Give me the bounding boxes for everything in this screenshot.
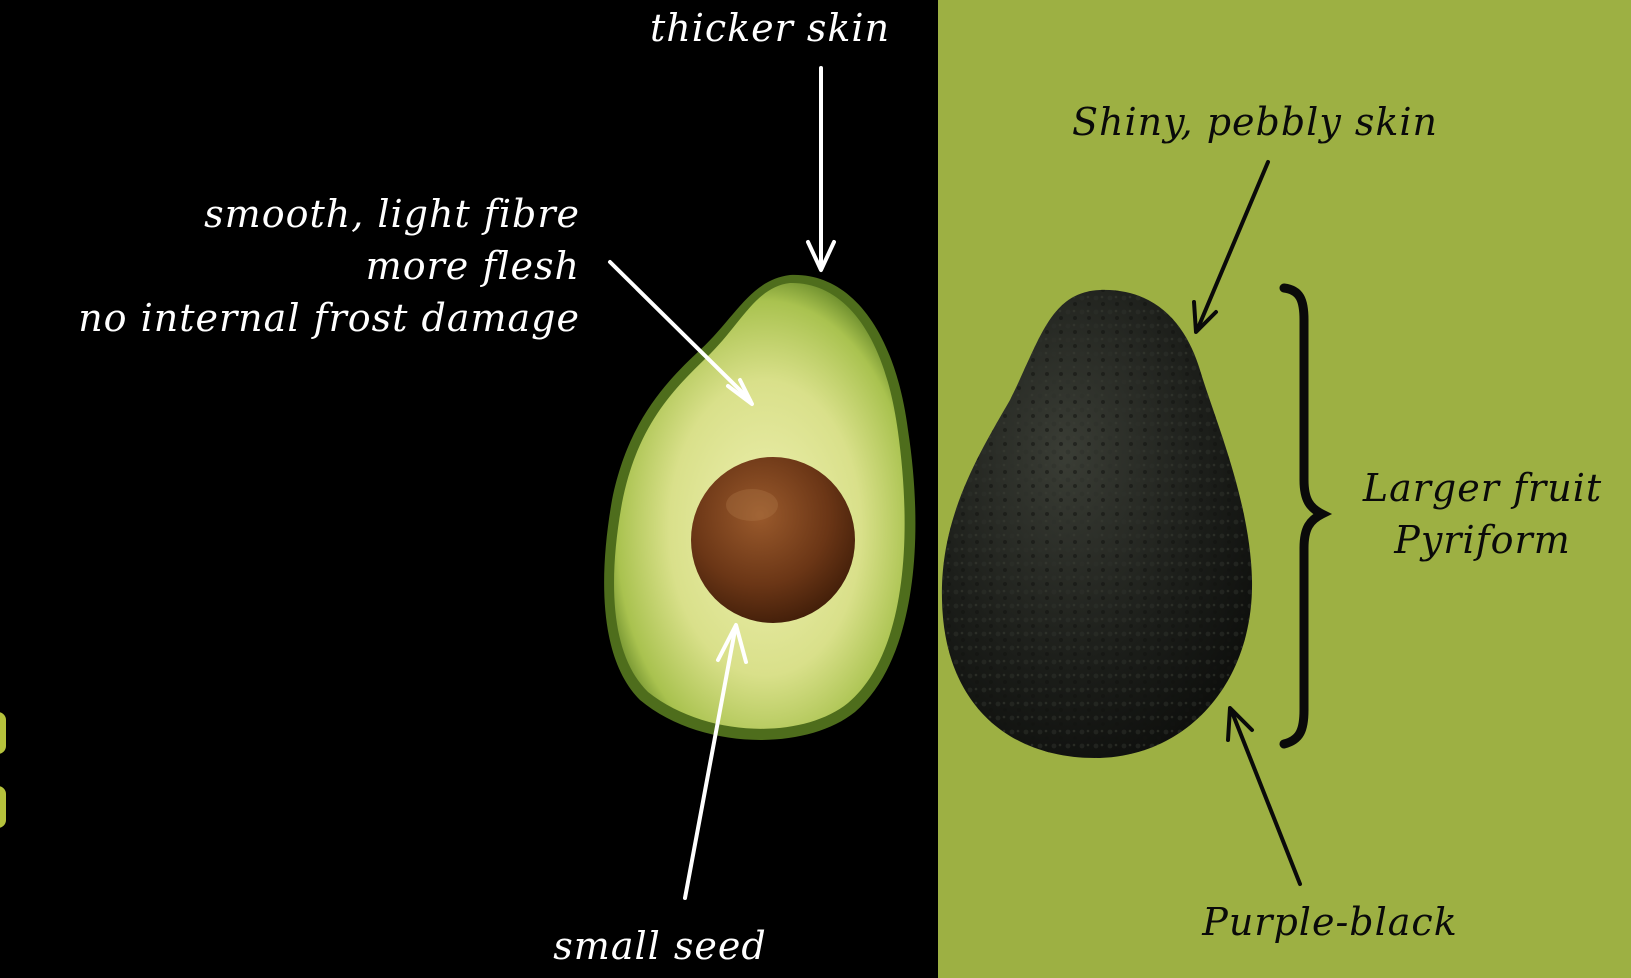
seed-highlight [726,489,778,521]
arrow-to-base-icon [1228,708,1300,884]
label-thicker-skin: thicker skin [620,2,920,54]
label-flesh-line1: smooth, light fibre [10,188,580,240]
label-pyriform: Pyriform [1360,514,1605,566]
curly-brace-icon [1284,288,1322,744]
arrow-down-icon [808,68,834,270]
label-flesh-line2: more flesh [10,240,580,292]
whole-avocado-texture [942,290,1252,758]
label-purple-black: Purple-black [1170,896,1490,948]
arrow-to-shiny-skin-icon [1194,162,1268,332]
label-shiny-skin: Shiny, pebbly skin [1030,96,1480,148]
avocado-seed [691,457,855,623]
label-larger-fruit: Larger fruit [1340,462,1625,514]
label-flesh-line3: no internal frost damage [0,292,580,344]
label-small-seed: small seed [510,920,810,972]
